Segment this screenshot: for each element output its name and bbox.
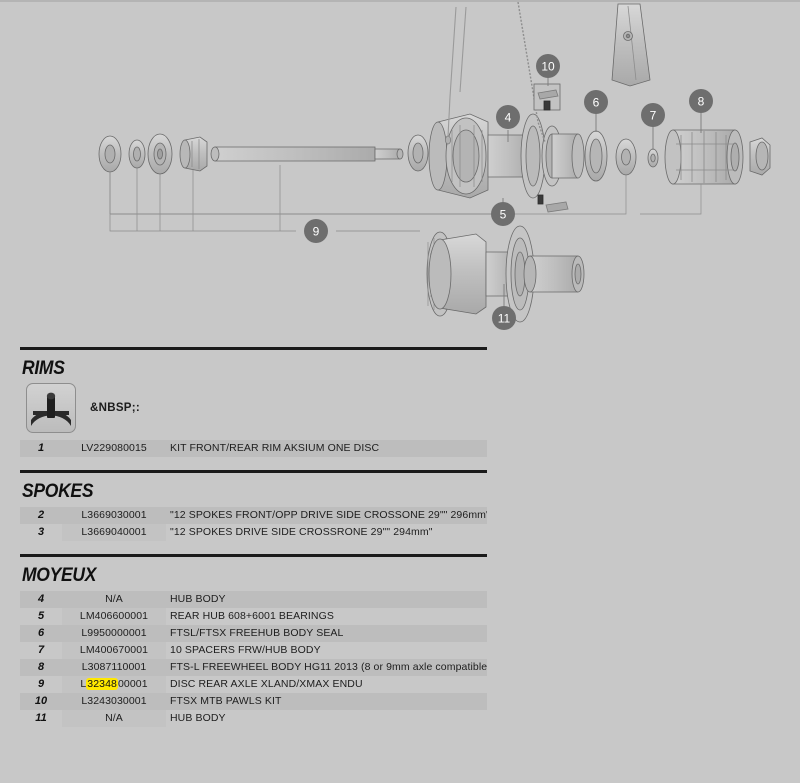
callout-leaders: [110, 78, 702, 306]
part-description: HUB BODY: [170, 712, 226, 724]
callout-circle: [492, 306, 516, 330]
part-index: 5: [37, 610, 45, 622]
callout-number: 10: [541, 60, 555, 74]
part-index: 9: [37, 678, 45, 690]
table-row[interactable]: 7 LM400670001 10 SPACERS FRW/HUB BODY: [20, 642, 487, 659]
search-highlight: 32348: [86, 678, 118, 690]
section-divider: [20, 554, 487, 557]
callout-circle: [496, 105, 520, 129]
part-description: FTS-L FREEWHEEL BODY HG11 2013 (8 or 9mm…: [166, 659, 487, 676]
part-code: L9950000001: [62, 625, 166, 642]
section-heading: SPOKES: [22, 481, 94, 502]
part-index: 7: [37, 644, 45, 656]
callout-number: 9: [313, 225, 320, 239]
part-code-text: L3234800001: [80, 678, 148, 690]
part-description: "12 SPOKES DRIVE SIDE CROSSRONE 29"" 294…: [170, 526, 433, 538]
callout-circle: [584, 90, 608, 114]
callout-badges: 4 5 6 7 8 9 10 11: [304, 54, 713, 330]
section-divider: [20, 470, 487, 473]
callout-badge-11[interactable]: 11: [492, 306, 516, 330]
part-index: 6: [20, 625, 62, 642]
part-description: DISC REAR AXLE XLAND/XMAX ENDU: [170, 678, 363, 690]
part-code: L3669030001: [62, 507, 166, 524]
callout-circle: [536, 54, 560, 78]
callout-badge-9[interactable]: 9: [304, 219, 328, 243]
callout-badge-7[interactable]: 7: [641, 103, 665, 127]
part-code: L3234800001: [62, 676, 166, 693]
part-code: N/A: [62, 710, 166, 727]
section-spacer: [0, 457, 800, 470]
part-code: L3087110001: [62, 659, 166, 676]
rim-section-icon: [31, 392, 71, 426]
part-index: 1: [20, 440, 62, 457]
callout-number: 11: [498, 312, 511, 326]
part-code: LM406600001: [62, 608, 166, 625]
section-heading: RIMS: [22, 358, 65, 379]
callout-badge-5[interactable]: 5: [491, 202, 515, 226]
part-index: 11: [35, 712, 47, 724]
table-row[interactable]: 5 LM406600001 REAR HUB 608+6001 BEARINGS: [20, 608, 487, 625]
callout-badge-6[interactable]: 6: [584, 90, 608, 114]
part-index: 3: [37, 526, 45, 538]
table-row[interactable]: 3 L3669040001 "12 SPOKES DRIVE SIDE CROSSR…: [20, 524, 487, 541]
part-description: REAR HUB 608+6001 BEARINGS: [170, 610, 334, 622]
part-description: "12 SPOKES FRONT/OPP DRIVE SIDE CROSSONE…: [166, 507, 487, 524]
callout-number: 7: [650, 109, 657, 123]
callout-circle: [491, 202, 515, 226]
callout-circle: [689, 89, 713, 113]
callout-number: 8: [698, 95, 705, 109]
part-code: N/A: [62, 591, 166, 608]
part-description: FTSL/FTSX FREEHUB BODY SEAL: [166, 625, 487, 642]
part-code: L3669040001: [62, 524, 166, 541]
part-description: HUB BODY: [166, 591, 487, 608]
callout-number: 4: [505, 111, 512, 125]
part-index: 10: [20, 693, 62, 710]
table-row[interactable]: 11 N/A HUB BODY: [20, 710, 487, 727]
part-description: 10 SPACERS FRW/HUB BODY: [170, 644, 321, 656]
section-spacer: [0, 727, 800, 740]
part-index: 2: [20, 507, 62, 524]
part-index: 8: [20, 659, 62, 676]
callout-badge-8[interactable]: 8: [689, 89, 713, 113]
section-divider: [20, 347, 487, 350]
callout-badge-10[interactable]: 10: [536, 54, 560, 78]
part-code: L3243030001: [62, 693, 166, 710]
callout-number: 6: [593, 96, 600, 110]
thumbnail-label: &NBSP;:: [90, 402, 141, 414]
part-description: FTSX MTB PAWLS KIT: [166, 693, 487, 710]
callout-circle: [304, 219, 328, 243]
rim-nipple-thumbnail[interactable]: [26, 383, 76, 433]
part-code: LM400670001: [62, 642, 166, 659]
section-spacer: [0, 541, 800, 554]
callout-badge-4[interactable]: 4: [496, 105, 520, 129]
exploded-diagram: 4 5 6 7 8 9 10 11: [0, 2, 800, 347]
part-code: LV229080015: [62, 440, 166, 457]
section-thumbnail-row: &NBSP;:: [26, 383, 800, 433]
section-heading: MOYEUX: [22, 565, 97, 586]
diagram-svg: 4 5 6 7 8 9 10 11: [98, 2, 771, 330]
part-index: 4: [20, 591, 62, 608]
callout-number: 5: [500, 208, 507, 222]
callout-circle: [641, 103, 665, 127]
part-description: KIT FRONT/REAR RIM AKSIUM ONE DISC: [166, 440, 487, 457]
table-row[interactable]: 9 L3234800001 DISC REAR AXLE XLAND/XMAX EN…: [20, 676, 487, 693]
